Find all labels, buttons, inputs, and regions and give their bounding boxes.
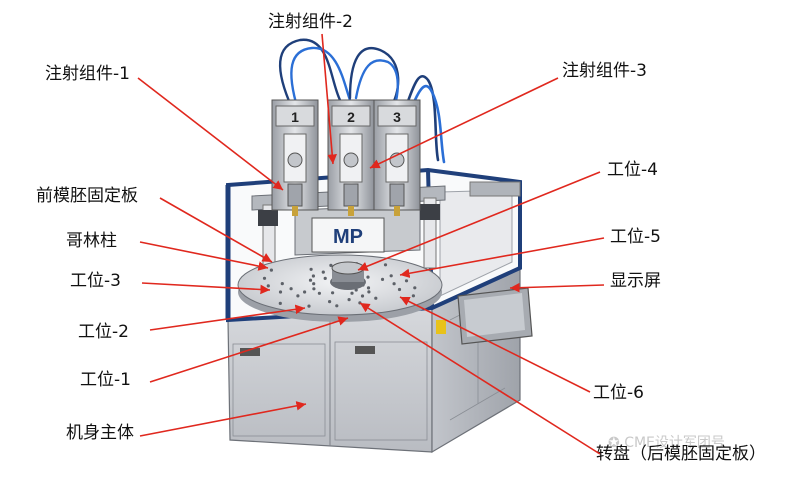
label-tie-bar: 哥林柱 [66, 231, 117, 251]
unit-number: 3 [393, 109, 401, 125]
label-inject-3: 注射组件-3 [562, 61, 647, 81]
label-station-6: 工位-6 [593, 383, 644, 403]
label-body: 机身主体 [66, 423, 134, 443]
wechat-icon: ✪ [608, 435, 620, 451]
label-inject-2: 注射组件-2 [268, 12, 353, 32]
label-station-1: 工位-1 [80, 370, 131, 390]
label-station-2: 工位-2 [78, 322, 129, 342]
watermark: ✪ CME设计军团号 [608, 436, 725, 450]
label-display: 显示屏 [610, 271, 661, 291]
label-station-4: 工位-4 [607, 160, 658, 180]
label-station-5: 工位-5 [610, 227, 661, 247]
label-turntable: 转盘（后模胚固定板） [596, 444, 766, 464]
watermark-text: CME设计军团号 [624, 435, 725, 451]
injection-unit: 2 [327, 99, 375, 216]
unit-number: 1 [291, 109, 299, 125]
label-station-3: 工位-3 [70, 271, 121, 291]
injection-unit: 1 [271, 99, 319, 216]
logo-text: MP [333, 226, 363, 248]
label-inject-1: 注射组件-1 [45, 64, 130, 84]
unit-number: 2 [347, 109, 355, 125]
injection-units: 1 2 3 [271, 99, 421, 216]
turntable-disc [237, 254, 443, 322]
label-front-mold-plate: 前模胚固定板 [36, 186, 138, 206]
injection-unit: 3 [373, 99, 421, 216]
